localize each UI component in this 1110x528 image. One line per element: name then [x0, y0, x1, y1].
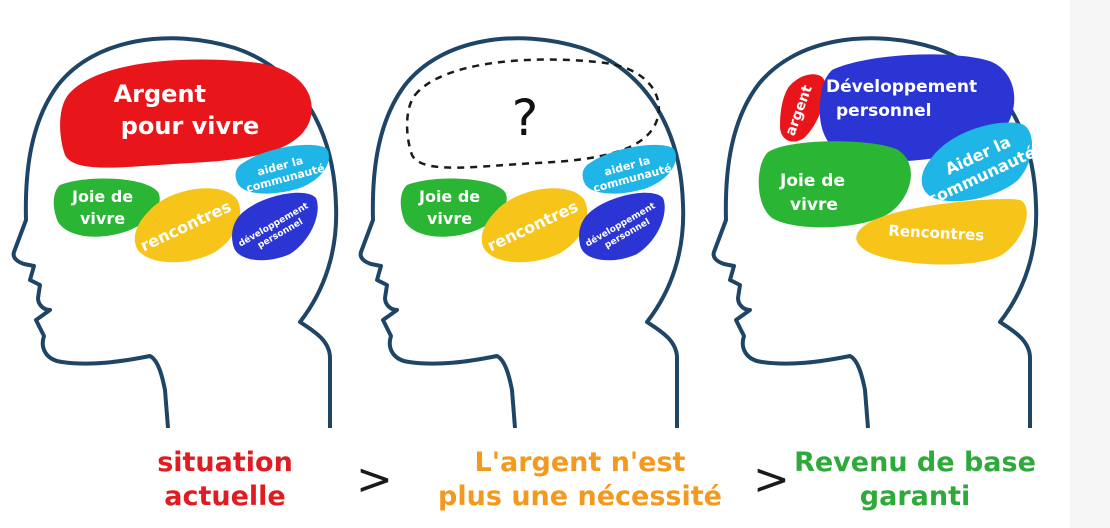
svg-text:Argent pour vivre: Argent pour vivre: [114, 80, 260, 140]
money-blob: [60, 59, 312, 168]
right-edge-strip: [1070, 0, 1110, 528]
head-outline: [711, 36, 1039, 429]
argent-blob: [780, 74, 826, 142]
head-outline: [11, 36, 339, 429]
arrow-greater-than-1: >: [356, 454, 393, 505]
dev-label: Développement: [826, 77, 977, 97]
caption-line: plus une nécessité: [438, 481, 722, 512]
head-outline: [358, 36, 686, 429]
joie-label: vivre: [80, 209, 125, 228]
joie-label: Joie de: [779, 171, 845, 191]
aider-blob: [235, 144, 329, 194]
joie-blob: [758, 141, 911, 228]
svg-text:Développement personnel: Développement personnel: [826, 77, 983, 121]
panel-revenu-de-base: argent Développement personnel Aider la …: [711, 36, 1039, 429]
caption-line: actuelle: [164, 481, 286, 512]
dev-blob: [232, 192, 318, 261]
svg-text:Joie de vivre: Joie de vivre: [418, 187, 486, 228]
empty-money-area: [405, 58, 660, 169]
dev-label: personnel: [836, 101, 931, 121]
rencontres-label: Rencontres: [888, 222, 985, 245]
joie-label: vivre: [790, 195, 838, 215]
joie-label: Joie de: [71, 187, 133, 206]
panel-situation-actuelle: Argent pour vivre Joie de vivre rencontr…: [11, 36, 339, 429]
caption-line: Revenu de base: [794, 447, 1036, 478]
caption-line: situation: [157, 447, 293, 478]
aider-blob: [582, 144, 676, 194]
joie-label: Joie de: [418, 187, 480, 206]
caption-line: garanti: [859, 481, 971, 512]
joie-blob: [400, 178, 507, 237]
joie-blob: [53, 178, 160, 237]
caption-argent-nest-plus: L'argent n'est plus une nécessité: [410, 446, 750, 514]
svg-text:Joie de vivre: Joie de vivre: [71, 187, 139, 228]
svg-text:Joie de vivre: Joie de vivre: [779, 171, 851, 215]
panel-argent-nest-plus: ? Joie de vivre rencontres aider la comm…: [358, 36, 686, 429]
rencontres-blob: [134, 188, 241, 263]
caption-revenu-de-base: Revenu de base garanti: [790, 446, 1040, 514]
dev-blob: [579, 192, 665, 261]
joie-label: vivre: [427, 209, 472, 228]
money-label: pour vivre: [121, 112, 260, 140]
question-mark: ?: [512, 89, 539, 147]
aider-blob: [921, 122, 1033, 202]
arrow-greater-than-2: >: [753, 454, 790, 505]
rencontres-blob: [481, 188, 588, 263]
caption-line: L'argent n'est: [474, 447, 686, 478]
money-label: Argent: [114, 80, 206, 108]
rencontres-blob: [856, 199, 1027, 265]
